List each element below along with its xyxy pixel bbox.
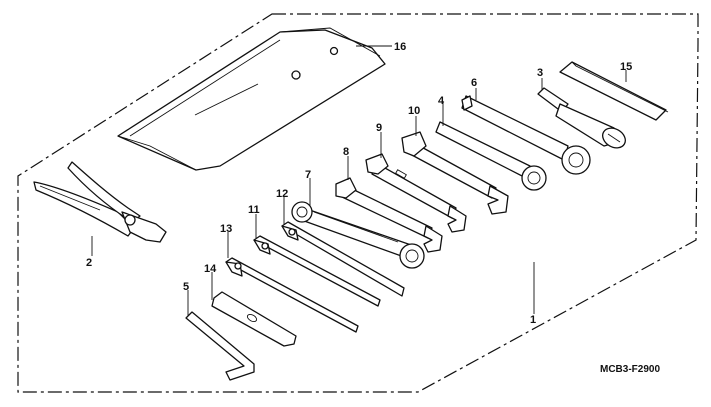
tool-bag[interactable] — [117, 27, 386, 171]
callout-5: 5 — [183, 281, 189, 293]
callout-3: 3 — [537, 67, 543, 79]
figure-code: MCB3-F2900 — [600, 364, 660, 375]
screwdriver-13[interactable] — [225, 257, 359, 333]
screwdriver-12[interactable] — [281, 221, 405, 297]
box-end-wrench[interactable] — [435, 121, 547, 191]
open-end-wrench-10[interactable] — [401, 131, 509, 215]
callout-12: 12 — [276, 188, 288, 200]
callout-4: 4 — [438, 95, 445, 107]
spark-plug-wrench[interactable] — [537, 87, 629, 152]
callout-11: 11 — [248, 204, 260, 216]
callout-9: 9 — [376, 122, 382, 134]
callout-7: 7 — [305, 169, 311, 181]
callout-16: 16 — [394, 41, 406, 53]
hex-key[interactable] — [185, 311, 255, 381]
callout-14: 14 — [204, 263, 217, 275]
screwdriver-handle[interactable] — [211, 291, 297, 347]
callout-15: 15 — [620, 61, 632, 73]
pliers[interactable] — [33, 161, 167, 243]
callout-13: 13 — [220, 223, 232, 235]
tool-kit-outline — [17, 13, 699, 393]
callout-10: 10 — [408, 105, 420, 117]
open-end-wrench-8[interactable] — [335, 177, 443, 253]
callout-1: 1 — [530, 314, 536, 326]
extension-bar[interactable] — [559, 61, 669, 121]
leader-lines — [91, 45, 627, 316]
screwdriver-11[interactable] — [253, 235, 381, 307]
box-wrench[interactable] — [291, 201, 425, 269]
open-end-wrench-9[interactable] — [365, 153, 467, 233]
callout-8: 8 — [343, 146, 349, 158]
ring-spanner[interactable] — [461, 95, 591, 175]
callout-2: 2 — [86, 257, 92, 269]
callout-6: 6 — [471, 77, 477, 89]
